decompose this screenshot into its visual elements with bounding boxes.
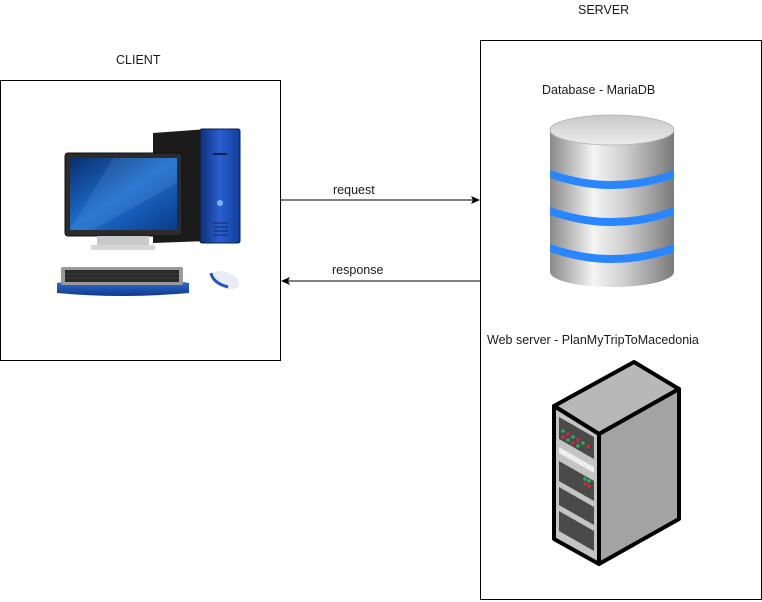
request-label: request <box>333 183 375 197</box>
response-label: response <box>332 263 384 277</box>
database-ring <box>550 207 674 226</box>
database-ring <box>550 244 674 263</box>
database-label: Database - MariaDB <box>542 83 656 97</box>
server-box[interactable]: Database - MariaDB Web serv <box>480 40 762 600</box>
database-icon <box>549 114 675 287</box>
web-server-label: Web server - PlanMyTripToMacedonia <box>487 333 699 347</box>
client-title: CLIENT <box>116 53 161 67</box>
database-ring <box>550 170 674 189</box>
status-leds <box>561 429 591 488</box>
client-box[interactable] <box>0 80 281 361</box>
desktop-computer-icon <box>57 128 241 296</box>
server-title: SERVER <box>578 3 630 17</box>
server-tower-icon <box>552 360 681 566</box>
